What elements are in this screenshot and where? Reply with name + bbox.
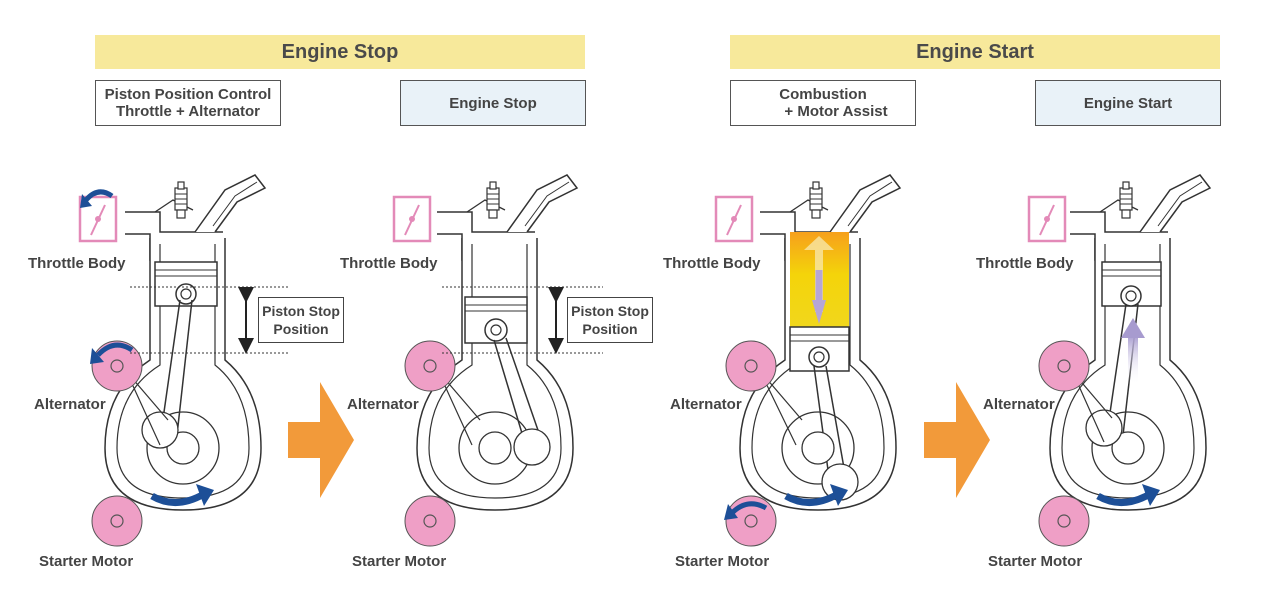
throttle-body-icon [1027,195,1067,243]
starter-motor-label: Starter Motor [988,553,1083,570]
alternator-pulley [725,340,777,392]
piston-stop-position-label: Piston Stop Position [258,297,344,343]
engine-diagrams [78,174,1211,547]
starter-motor-pulley [1038,495,1090,547]
engine-panel-2 [392,174,603,547]
throttle-body-icon [714,195,754,243]
alternator-label: Alternator [347,396,419,413]
engine-panel-1 [78,174,290,547]
starter-motor-pulley [91,495,143,547]
throttle-body-label: Throttle Body [28,255,126,272]
step-1-line-1: Piston Position Control [104,86,272,103]
step-4-label: Engine Start [1083,94,1173,112]
step-engine-start: Engine Start [1035,80,1221,126]
engine-panel-4 [1027,174,1211,547]
starter-motor-label: Starter Motor [675,553,770,570]
throttle-body-icon [392,195,432,243]
throttle-body-label: Throttle Body [340,255,438,272]
engine-start-banner: Engine Start [730,35,1220,69]
step-2-label: Engine Stop [449,94,537,112]
step-3-line-1: Combustion [779,86,867,103]
piston-stop-line-1: Piston Stop [262,303,340,319]
transition-arrow-1 [288,382,354,498]
step-1-line-2: Throttle + Alternator [115,103,261,120]
engine-panel-3 [714,174,901,547]
piston-stop-line-1: Piston Stop [571,303,649,319]
piston-stop-line-2: Position [582,321,638,337]
engine-stop-banner: Engine Stop [95,35,585,69]
piston-stop-line-2: Position [273,321,329,337]
starter-motor-pulley [404,495,456,547]
alternator-label: Alternator [670,396,742,413]
throttle-body-label: Throttle Body [976,255,1074,272]
piston-stop-position-label: Piston Stop Position [567,297,653,343]
step-engine-stop: Engine Stop [400,80,586,126]
alternator-pulley [91,340,143,392]
transition-arrow-2 [924,382,990,498]
alternator-pulley [1038,340,1090,392]
alternator-pulley [404,340,456,392]
starter-motor-label: Starter Motor [352,553,447,570]
step-3-line-2: + Motor Assist [784,103,888,120]
alternator-label: Alternator [983,396,1055,413]
alternator-label: Alternator [34,396,106,413]
step-combustion-motor-assist: Combustion+ Motor Assist [730,80,916,126]
starter-motor-label: Starter Motor [39,553,134,570]
throttle-body-label: Throttle Body [663,255,761,272]
